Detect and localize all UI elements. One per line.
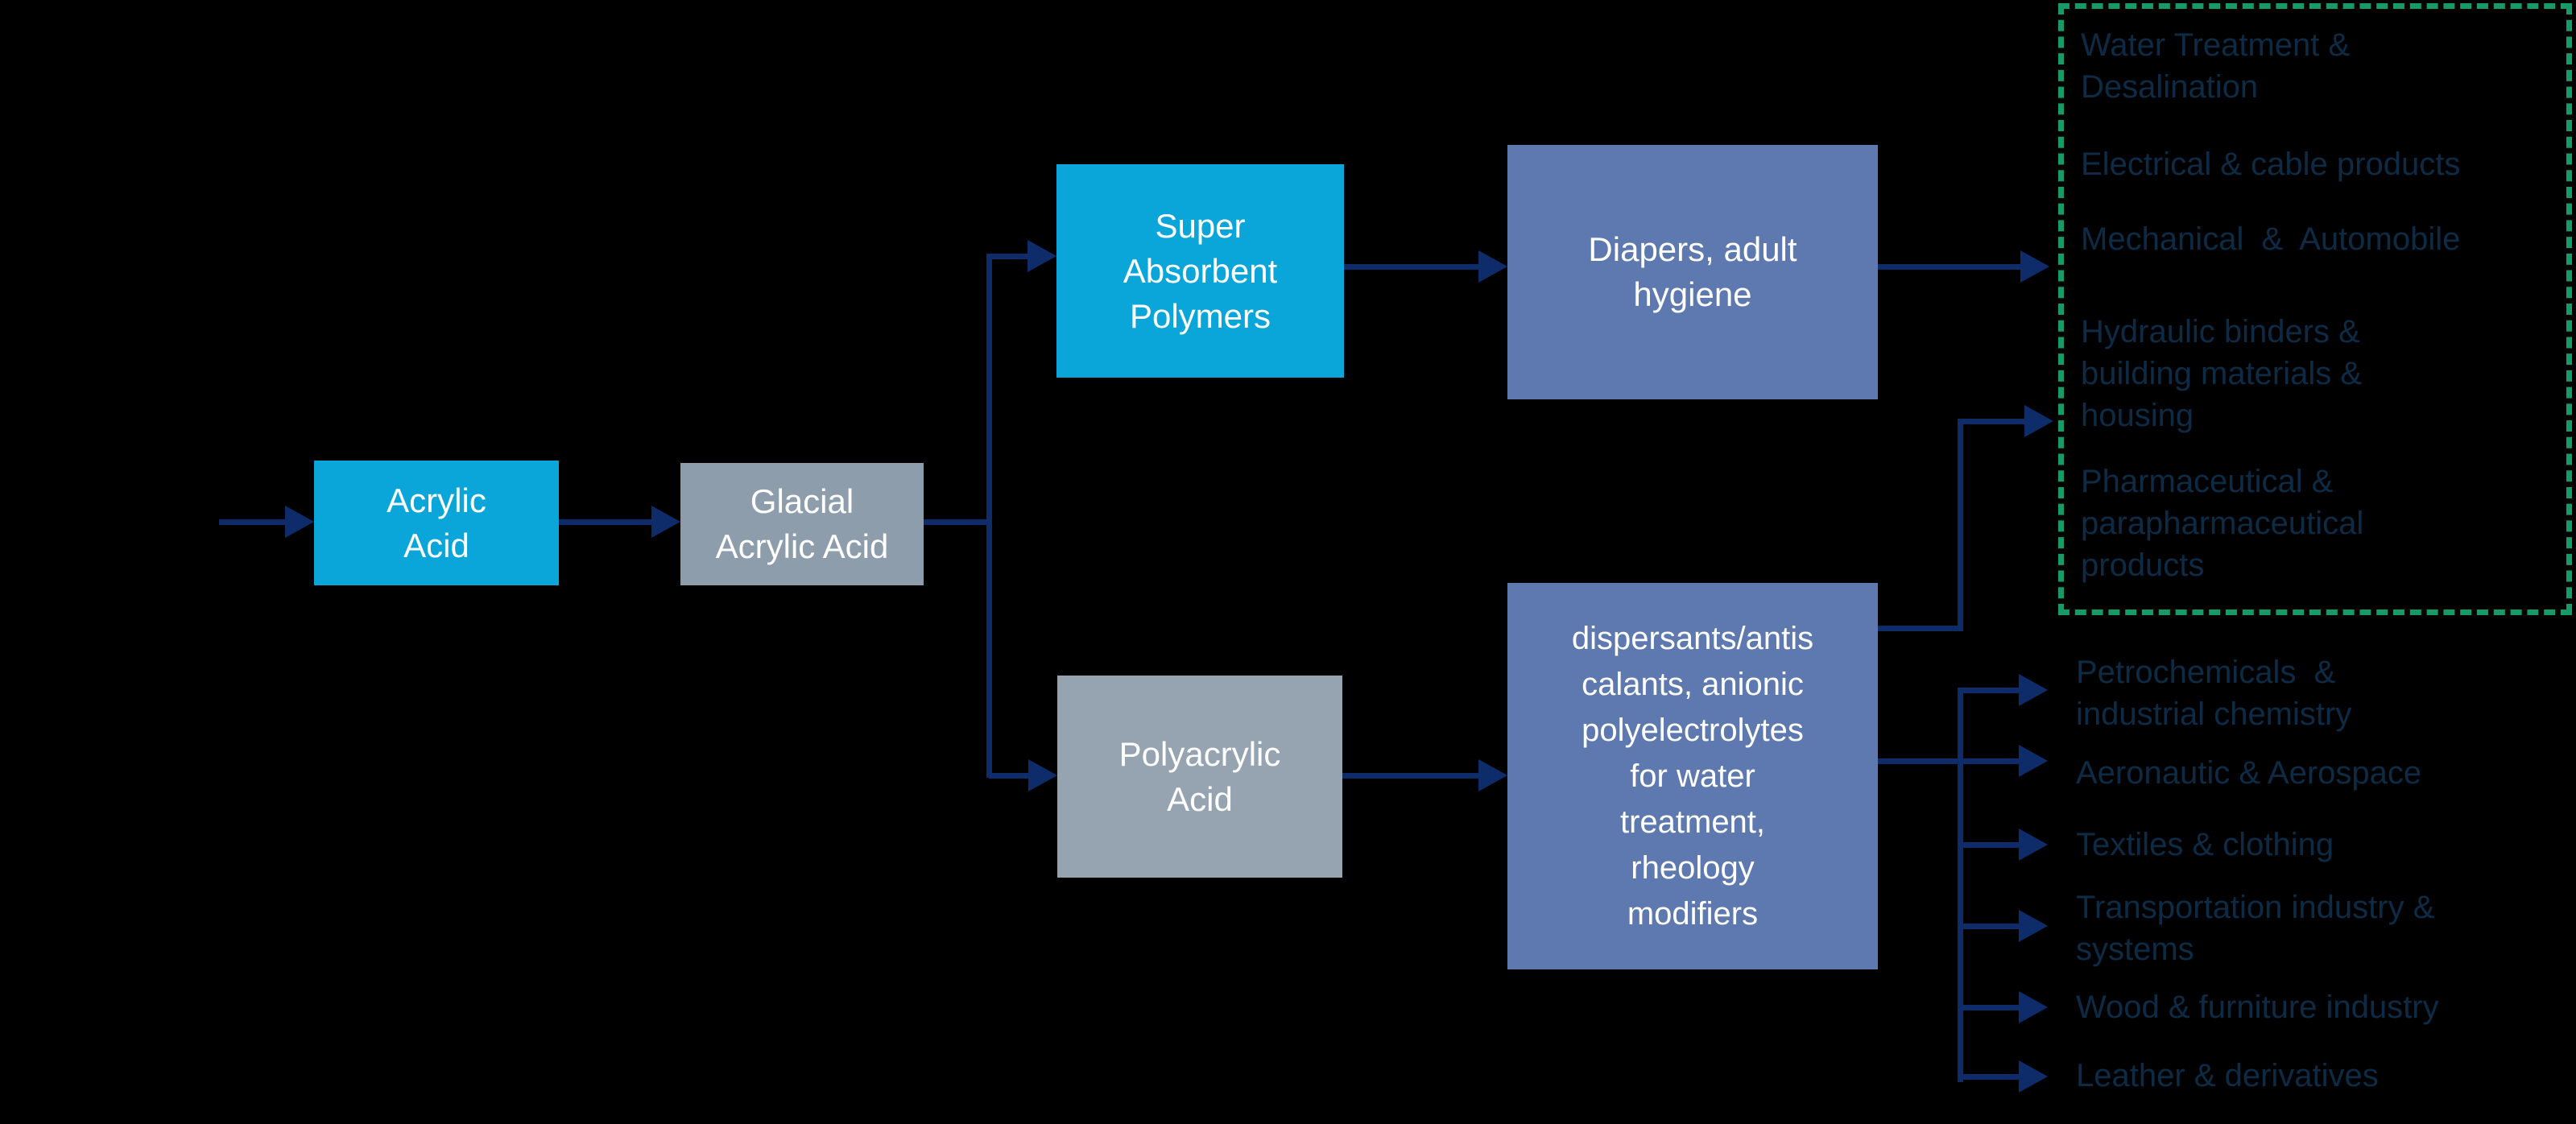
industry-item-petrochemicals: Petrochemicals & industrial chemistry [2076, 655, 2352, 732]
box-super-absorbent-polymers: Super Absorbent Polymers [1056, 164, 1344, 378]
industry-item-wood: Wood & furniture industry [2076, 990, 2439, 1025]
arrowhead-start-icon [285, 506, 314, 538]
connector-glacial-split [924, 519, 992, 525]
arrowhead-polyacrylic-icon [1028, 759, 1057, 791]
box-dispersants: dispersants/antis calants, anionic polye… [1507, 583, 1878, 969]
connector-polyacrylic-dispersants [1342, 773, 1478, 779]
arrowhead-textiles-icon [2019, 829, 2048, 861]
application-item-mechanical: Mechanical & Automobile [2081, 221, 2461, 257]
arrowhead-dispersants-icon [1478, 759, 1507, 791]
application-item-water-treatment: Water Treatment & Desalination [2081, 27, 2351, 105]
arrowhead-diapers-icon [1478, 250, 1507, 283]
connector-acrylic-glacial [559, 519, 651, 525]
arrowhead-wood-icon [2019, 991, 2048, 1023]
connector-dispersants-up-1 [1878, 626, 1963, 631]
arrowhead-glacial-icon [651, 506, 680, 538]
industry-item-aeronautic: Aeronautic & Aerospace [2076, 755, 2422, 791]
connector-split-to-sap [989, 254, 1028, 259]
connector-sap-diapers [1344, 264, 1478, 270]
box-polyacrylic-acid: Polyacrylic Acid [1057, 676, 1342, 878]
application-item-pharmaceutical: Pharmaceutical & parapharmaceutical prod… [2081, 464, 2364, 583]
connector-branch-wood [1958, 1005, 2019, 1010]
arrowhead-petrochemicals-icon [2019, 674, 2048, 706]
application-item-hydraulic: Hydraulic binders & building materials &… [2081, 314, 2363, 433]
box-acrylic-acid: Acrylic Acid [314, 461, 559, 585]
industry-item-leather: Leather & derivatives [2076, 1058, 2379, 1093]
connector-dispersants-up-3 [1958, 419, 2024, 424]
arrowhead-sap-icon [1028, 240, 1056, 272]
connector-diapers-applications [1878, 264, 2020, 270]
industry-item-textiles: Textiles & clothing [2076, 827, 2334, 862]
arrowhead-aeronautic-icon [2019, 745, 2048, 777]
connector-dispersants-down [1878, 758, 1962, 764]
connector-branch-textiles [1958, 842, 2019, 848]
arrowhead-applications-top-icon [2020, 250, 2049, 283]
arrowhead-leather-icon [2019, 1060, 2048, 1093]
connector-start [219, 519, 285, 525]
connector-branch-petrochemicals [1958, 688, 2019, 693]
connector-industries-spine [1958, 688, 1963, 1082]
industry-item-transportation: Transportation industry & systems [2076, 890, 2435, 967]
applications-panel [2058, 3, 2572, 615]
arrowhead-transportation-icon [2019, 910, 2048, 942]
connector-branch-transportation [1958, 924, 2019, 929]
application-item-electrical: Electrical & cable products [2081, 147, 2461, 182]
connector-branch-leather [1958, 1074, 2019, 1080]
connector-split-to-polyacrylic [989, 773, 1028, 779]
box-glacial-acrylic-acid: Glacial Acrylic Acid [680, 463, 924, 585]
box-diapers-adult-hygiene: Diapers, adult hygiene [1507, 145, 1878, 399]
arrowhead-applications-mid-icon [2024, 405, 2053, 437]
connector-split-spine [986, 254, 992, 778]
connector-dispersants-up-2 [1958, 419, 1963, 631]
connector-branch-aeronautic [1958, 758, 2019, 764]
